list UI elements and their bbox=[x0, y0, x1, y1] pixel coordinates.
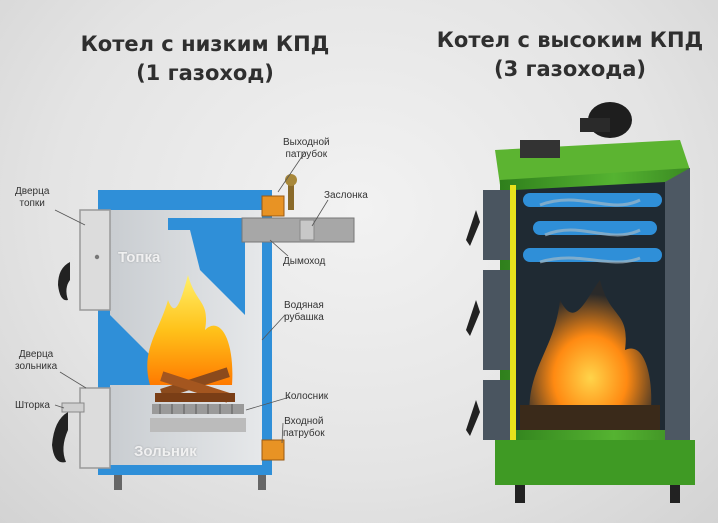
label-chimney: Дымоход bbox=[283, 256, 326, 267]
firebox-door-handle bbox=[94, 254, 100, 260]
heat-exchanger bbox=[523, 193, 662, 262]
fire bbox=[529, 280, 652, 420]
damper-knob bbox=[285, 174, 297, 186]
chimney bbox=[241, 217, 355, 243]
shutter bbox=[61, 402, 85, 413]
label-firebox: Топка bbox=[118, 249, 161, 266]
left-leg-front bbox=[114, 470, 122, 490]
label-ash-pit: Зольник bbox=[134, 443, 197, 460]
fan-housing bbox=[580, 118, 610, 132]
left-boiler bbox=[52, 151, 355, 490]
right-title-line2: (3 газохода) bbox=[494, 57, 646, 81]
upper-door bbox=[483, 190, 513, 260]
upper-handle-icon bbox=[466, 210, 480, 246]
flame bbox=[147, 275, 233, 385]
label-ash-door: Дверца зольника bbox=[15, 349, 58, 372]
right-title: Котел с высоким КПД (3 газохода) bbox=[410, 26, 718, 84]
label-damper: Заслонка bbox=[324, 190, 368, 201]
damper-handle bbox=[288, 180, 294, 210]
logs bbox=[155, 367, 235, 403]
front-jacket bbox=[105, 310, 150, 385]
side-panel bbox=[665, 168, 690, 440]
boiler-base bbox=[495, 440, 695, 485]
leader-lines bbox=[54, 151, 329, 444]
left-title-line2: (1 газоход) bbox=[136, 61, 274, 85]
ash-area bbox=[520, 405, 660, 430]
left-title-line1: Котел с низким КПД bbox=[80, 32, 330, 56]
damper bbox=[299, 219, 315, 241]
firebox-door bbox=[79, 209, 111, 311]
baffle bbox=[168, 218, 245, 315]
left-title: Котел с низким КПД (1 газоход) bbox=[40, 30, 370, 88]
control-panel bbox=[520, 140, 560, 158]
yellow-trim bbox=[510, 185, 516, 440]
ash-handle-icon bbox=[52, 412, 68, 463]
grate bbox=[150, 404, 246, 432]
label-exhaust-pipe: Выходной патрубок bbox=[283, 137, 330, 160]
label-inlet-pipe: Входной патрубок bbox=[283, 416, 325, 439]
lower-handle-icon bbox=[466, 400, 480, 436]
label-grate: Колосник bbox=[285, 391, 329, 402]
ash-door bbox=[79, 387, 111, 469]
middle-handle-icon bbox=[466, 300, 480, 336]
right-title-line1: Котел с высоким КПД bbox=[436, 28, 704, 52]
right-boiler bbox=[466, 102, 695, 503]
label-shutter: Шторка bbox=[15, 400, 50, 411]
firebox-handle-icon bbox=[58, 262, 70, 301]
label-water-jacket: Водяная рубашка bbox=[284, 300, 324, 323]
right-leg-back bbox=[670, 485, 680, 503]
left-leg-back bbox=[258, 470, 266, 490]
firebox-door-right bbox=[483, 270, 513, 370]
ash-door-right bbox=[483, 380, 513, 440]
top-channel bbox=[100, 192, 270, 210]
exhaust-pipe bbox=[261, 195, 285, 217]
smoke-lines bbox=[539, 198, 641, 264]
label-firebox-door: Дверца топки bbox=[15, 186, 50, 209]
inlet-pipe bbox=[261, 439, 285, 461]
right-leg-front bbox=[515, 485, 525, 503]
